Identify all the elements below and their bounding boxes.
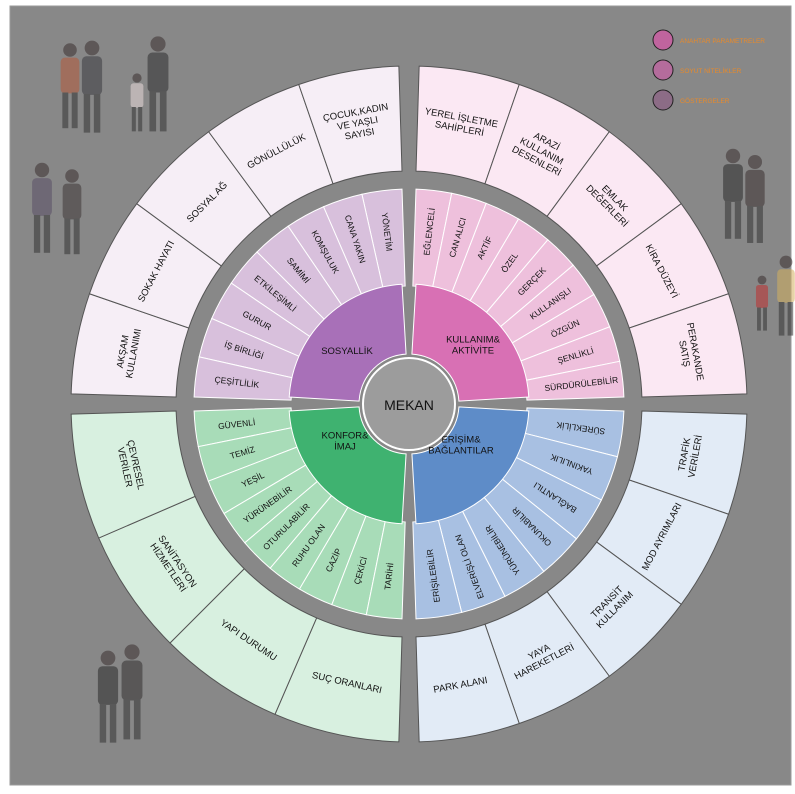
attribute-cazip[interactable]: CAZİP [298, 504, 368, 606]
indicator-aksam-kullanimi[interactable]: AKŞAMKULLANIMI [70, 293, 190, 398]
legend-item-soyut-nitelikler: SOYUT NİTELİKLER [652, 59, 742, 81]
person-figure-icon [723, 148, 743, 239]
person-figure-icon [81, 40, 103, 133]
person-figure-icon [745, 154, 765, 243]
core-erisim-baglantilar[interactable]: ERİŞİM&BAĞLANTILAR [411, 406, 530, 525]
legend-label: GÖSTERGELER [680, 97, 730, 105]
core-sosyallik[interactable]: SOSYALLİK [288, 283, 407, 402]
person-figure-icon [121, 644, 143, 740]
indicator-perakande-satis[interactable]: PERAKANDESATIŞ [628, 293, 748, 398]
person-figure-icon [130, 73, 144, 132]
core-label: KULLANIM&AKTİVİTE [446, 335, 501, 357]
indicator-sosyal-ag[interactable]: SOSYAL AĞ [136, 131, 272, 267]
core-label: KONFOR&İMAJ [322, 431, 370, 453]
quadrant-kullanim-aktivite: YEREL İŞLETMESAHİPLERİARAZİKULLANIMDESEN… [411, 65, 748, 402]
core-label: SOSYALLİK [321, 346, 373, 357]
attribute-sureklilik[interactable]: SÜREKLİLİK [522, 407, 625, 458]
attribute-erisilebilir[interactable]: ERİŞİLEBİLİR [412, 517, 463, 620]
person-figure-icon [60, 43, 80, 129]
core-label: ERİŞİM&BAĞLANTILAR [428, 435, 494, 457]
attribute-ozgun[interactable]: ÖZGÜN [509, 293, 611, 363]
indicator-mod-ayrimlari[interactable]: MOD AYRIMLARI [595, 479, 730, 606]
indicator-kira-duzeyi[interactable]: KİRA DÜZEYİ [595, 202, 730, 329]
indicator-gonulluluk[interactable]: GÖNÜLLÜLÜK [207, 83, 334, 218]
person-figure-icon [97, 650, 119, 743]
person-figure-icon [777, 255, 795, 336]
legend-label: SOYUT NİTELİKLER [680, 66, 742, 75]
indicator-sokak-hayati[interactable]: SOKAK HAYATI [88, 202, 223, 329]
core-konfor-imaj[interactable]: KONFOR&İMAJ [288, 406, 407, 525]
indicator-arazi-kullanim-desenleri[interactable]: ARAZİKULLANIMDESENLERİ [484, 83, 611, 218]
attribute-surdurulebilir[interactable]: SÜRDÜRÜLEBİLİR [524, 360, 625, 401]
center-label: MEKAN [384, 397, 434, 413]
indicator-emlak-degerleri[interactable]: EMLAKDEĞERLERİ [546, 131, 682, 267]
indicator-trafik-verileri[interactable]: TRAFİKVERİLERİ [628, 410, 748, 515]
attribute-label: YÖNETİM [380, 212, 395, 252]
person-figure-icon [147, 36, 169, 132]
attribute-label: GÜVENLİ [218, 417, 256, 431]
attribute-label: TARİHİ [382, 562, 395, 590]
person-figure-icon [755, 275, 769, 331]
legend-label: ANAHTAR PARAMETRELER [680, 38, 765, 45]
indicator-sanitasyon-hizmetleri[interactable]: SANİTASYONHİZMETLERİ [98, 495, 245, 644]
person-figure-icon [62, 169, 82, 255]
indicator-park-alani[interactable]: PARK ALANI [415, 623, 520, 743]
legend: ANAHTAR PARAMETRELER SOYUT NİTELİKLER GÖST… [652, 29, 765, 111]
legend-item-anahtar-parametreler: ANAHTAR PARAMETRELER [652, 29, 765, 51]
attribute-okunabilir[interactable]: OKUNABİLİR [482, 477, 578, 573]
indicator-yapi-durumu[interactable]: YAPI DURUMU [169, 568, 318, 715]
people-silhouettes [32, 36, 795, 743]
indicator-transit-kullanim[interactable]: TRANSİTKULLANIM [546, 541, 682, 677]
indicator-yerel-isletme-sahipleri[interactable]: YEREL İŞLETMESAHİPLERİ [415, 65, 520, 185]
center-disc: MEKAN [362, 357, 456, 451]
core-kullanim-aktivite[interactable]: KULLANIM&AKTİVİTE [411, 283, 530, 402]
legend-item-gostergeler: GÖSTERGELER [652, 89, 730, 111]
indicator-cevresel-veriler[interactable]: ÇEVRESELVERİLER [70, 410, 196, 539]
indicator-suc-oranlari[interactable]: SUÇ ORANLARI [274, 617, 403, 743]
indicator-yaya-hareketleri[interactable]: YAYAHAREKETLERİ [484, 590, 611, 725]
person-figure-icon [32, 162, 52, 253]
attribute-yakinlilik[interactable]: YAKINLILIK [513, 432, 619, 501]
indicator-cocuk-kadin-ve-yasli-sayisi[interactable]: ÇOCUK,KADINVE YAŞLISAYISI [298, 65, 403, 185]
